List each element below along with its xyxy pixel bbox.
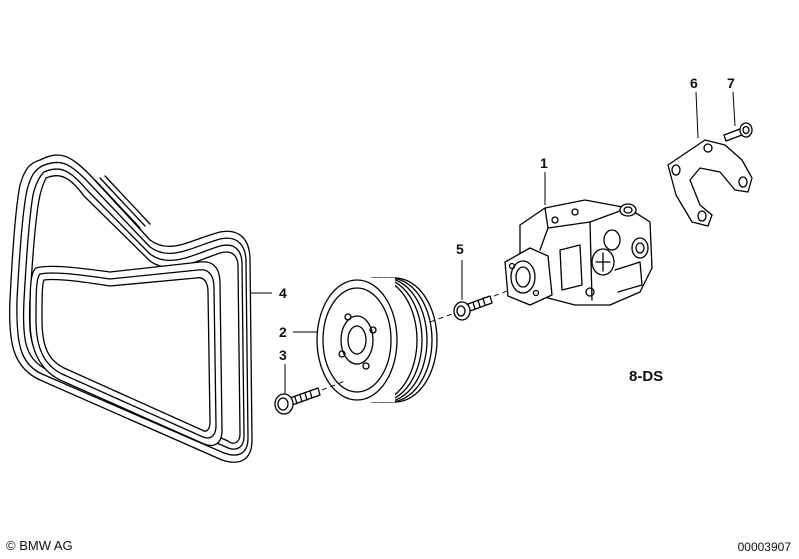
callout-4: 4 bbox=[279, 285, 287, 301]
pump-bolt[interactable] bbox=[429, 287, 516, 323]
leader-lines bbox=[250, 91, 736, 394]
pulley[interactable] bbox=[316, 277, 438, 403]
copyright-label: © BMW AG bbox=[6, 538, 73, 553]
drawing-number: 00003907 bbox=[737, 540, 791, 554]
bracket[interactable] bbox=[667, 139, 753, 227]
drive-belt[interactable] bbox=[9, 154, 253, 463]
callout-3: 3 bbox=[279, 347, 287, 363]
callout-2: 2 bbox=[279, 324, 287, 340]
callout-7: 7 bbox=[727, 75, 735, 91]
callout-6: 6 bbox=[690, 75, 698, 91]
bracket-bolt[interactable] bbox=[723, 122, 753, 142]
engine-code-label: 8-DS bbox=[629, 368, 663, 385]
pulley-bolt[interactable] bbox=[274, 380, 346, 415]
callout-5: 5 bbox=[456, 241, 464, 257]
callout-1: 1 bbox=[540, 155, 548, 171]
power-steering-pump[interactable] bbox=[504, 199, 653, 306]
